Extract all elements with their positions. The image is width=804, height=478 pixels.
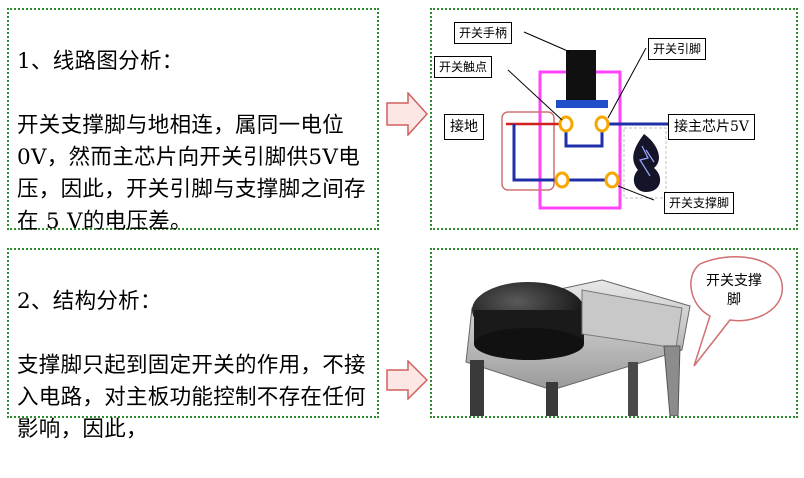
main-chip-label: 接主芯片5V — [668, 114, 756, 140]
switch-photo-panel: 开关支撑脚 — [430, 248, 798, 418]
switch-plate — [556, 100, 608, 108]
switch-handle-label: 开关手柄 — [454, 22, 513, 44]
circuit-analysis-panel: 1、线路图分析： 开关支撑脚与地相连，属同一电位0V，然而主芯片向开关引脚供5V… — [7, 8, 379, 234]
structure-analysis-body: 支撑脚只起到固定开关的作用，不接入电路，对主板功能控制不存在任何影响，因此， — [17, 353, 366, 442]
left-wire — [512, 124, 562, 182]
contact-dot — [554, 171, 570, 189]
arrow-right-icon — [386, 92, 428, 136]
top-wire — [564, 124, 604, 148]
contact-dot — [594, 115, 610, 133]
contact-dot — [558, 115, 574, 133]
switch-contact-label: 开关触点 — [434, 56, 493, 78]
circuit-diagram — [501, 31, 668, 210]
switch-photo — [465, 256, 783, 416]
switch-handle — [566, 50, 596, 102]
structure-analysis-panel: 2、结构分析： 支撑脚只起到固定开关的作用，不接入电路，对主板功能控制不存在任何… — [7, 248, 379, 442]
arrow-right-icon — [386, 360, 428, 400]
circuit-analysis-body: 开关支撑脚与地相连，属同一电位0V，然而主芯片向开关引脚供5V电压，因此，开关引… — [17, 113, 366, 234]
structure-analysis-heading: 2、结构分析： — [17, 289, 162, 314]
support-leg-label: 开关支撑脚 — [664, 192, 735, 214]
circuit-analysis-heading: 1、线路图分析： — [17, 49, 184, 74]
circuit-diagram-panel: 开关手柄 开关引脚 开关触点 接地 接主芯片5V 开关支撑脚 — [430, 8, 798, 230]
ground-label: 接地 — [444, 114, 484, 140]
contact-dot — [604, 171, 620, 189]
spark-icon — [633, 134, 661, 192]
support-leg-callout: 开关支撑脚 — [706, 273, 762, 308]
switch-pin-label: 开关引脚 — [648, 38, 707, 60]
